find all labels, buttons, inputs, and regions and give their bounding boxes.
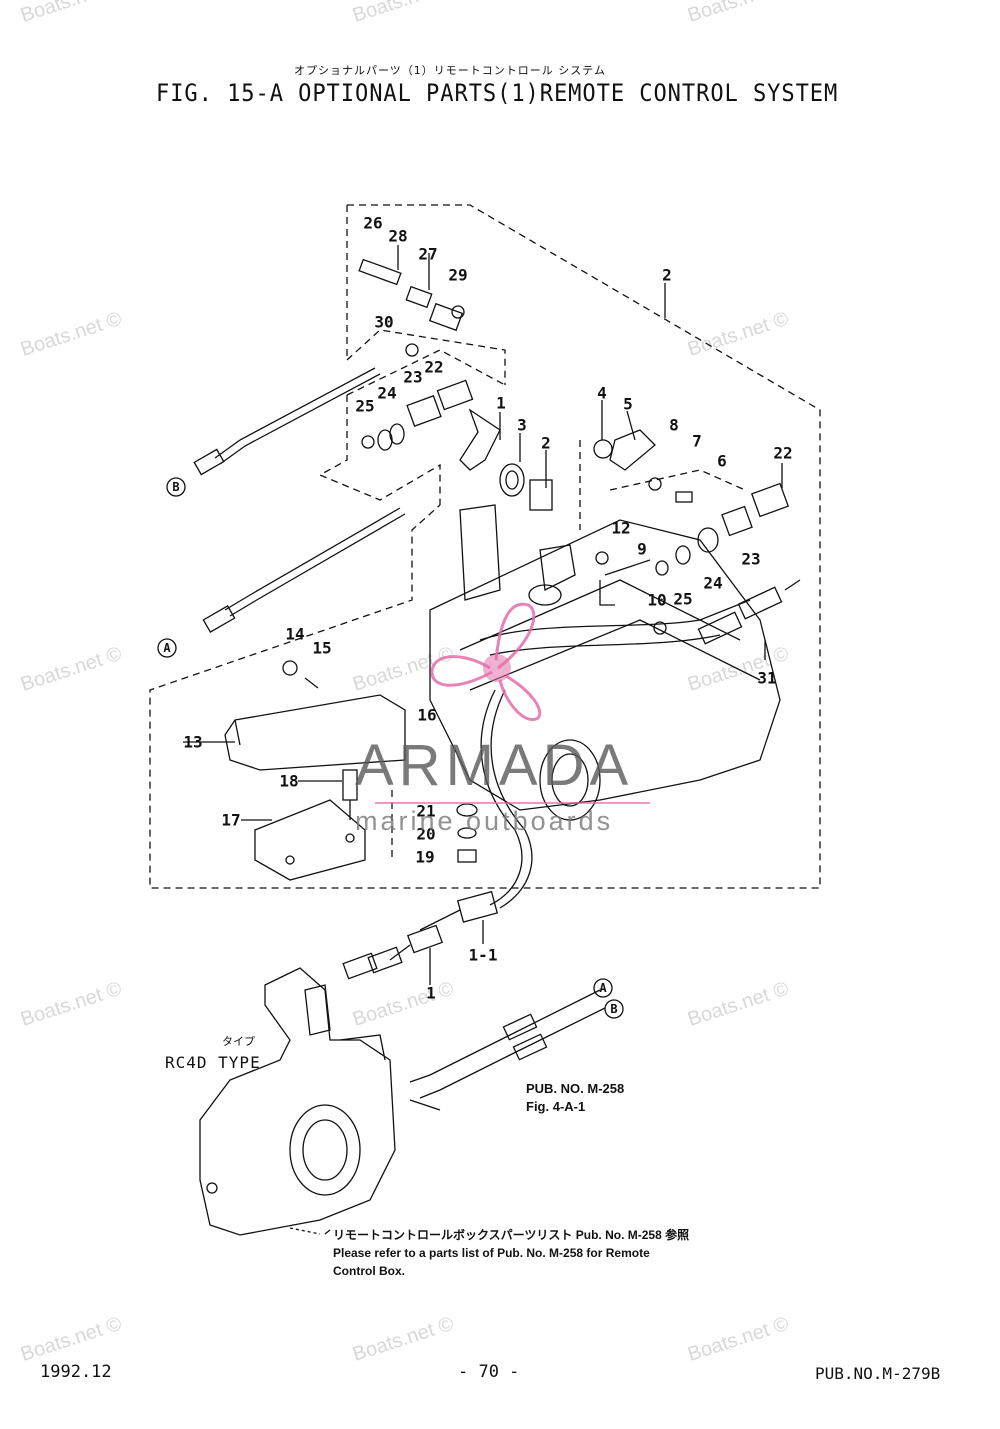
parts-list-note: リモートコントロールボックスパーツリスト Pub. No. M-258 参照 P… — [333, 1226, 689, 1280]
figure-title: FIG. 15-A OPTIONAL PARTS(1)REMOTE CONTRO… — [156, 79, 839, 107]
pub-ref-line: Fig. 4-A-1 — [526, 1099, 586, 1114]
callout-number: 26 — [363, 213, 383, 233]
note-jp: リモートコントロールボックスパーツリスト Pub. No. M-258 参照 — [333, 1228, 690, 1242]
callout-number: 6 — [717, 451, 727, 471]
callout-number: 1-1 — [468, 945, 498, 965]
armada-logo-text: ARMADA — [355, 733, 634, 798]
callout-number: 23 — [403, 367, 423, 387]
note-line: Control Box. — [333, 1264, 405, 1278]
callout-number: 2 — [662, 265, 672, 285]
callout-number: 13 — [183, 732, 203, 752]
page-number: - 70 - — [458, 1362, 520, 1382]
callout-number: 24 — [377, 383, 397, 403]
callout-number: 25 — [673, 589, 693, 609]
connector-a-label: A — [163, 641, 171, 655]
callout-number: 4 — [597, 383, 607, 403]
note-line: Please refer to a parts list of Pub. No.… — [333, 1246, 650, 1260]
connector-b-label: B — [172, 480, 180, 494]
callout-number: 20 — [416, 824, 436, 844]
callout-number: 27 — [418, 244, 438, 264]
callout-number: 31 — [757, 668, 777, 688]
armada-logo-subtitle: marine outboards — [355, 806, 614, 836]
callout-number: 22 — [424, 357, 444, 377]
callout-number: 17 — [221, 810, 241, 830]
japanese-title: オプショナルパーツ（1）リモートコントロール システム — [294, 64, 606, 77]
callout-number: 10 — [647, 590, 667, 610]
publication-number: PUB.NO.M-279B — [815, 1364, 941, 1383]
callout-number: 9 — [637, 539, 647, 559]
remote-type-label: RC4D TYPE — [165, 1053, 261, 1072]
callout-number: 1 — [496, 393, 506, 413]
callout-number: 16 — [417, 705, 437, 725]
callout-number: 12 — [611, 518, 631, 538]
pub-ref-line: PUB. NO. M-258 — [526, 1081, 625, 1096]
callout-number: 2 — [541, 433, 551, 453]
callout-number: 3 — [517, 415, 527, 435]
callout-number: 1 — [426, 983, 436, 1003]
callout-number: 5 — [623, 394, 633, 414]
pub-reference: PUB. NO. M-258 Fig. 4-A-1 — [526, 1080, 624, 1116]
callout-number: 19 — [415, 847, 435, 867]
connector-a-label: A — [599, 981, 607, 995]
footer-date: 1992.12 — [40, 1362, 112, 1382]
callout-number: 18 — [279, 771, 299, 791]
callout-number: 15 — [312, 638, 332, 658]
callout-number: 29 — [448, 265, 468, 285]
callout-number: 14 — [285, 624, 305, 644]
callout-number: 8 — [669, 415, 679, 435]
callout-number: 24 — [703, 573, 723, 593]
remote-type-jp: タイプ — [222, 1035, 255, 1048]
callout-number: 28 — [388, 226, 408, 246]
callout-number: 21 — [416, 801, 436, 821]
callout-number: 25 — [355, 396, 375, 416]
callout-number: 22 — [773, 443, 793, 463]
callout-number: 30 — [374, 312, 394, 332]
callout-number: 23 — [741, 549, 761, 569]
connector-b-label: B — [610, 1002, 618, 1016]
callout-number: 7 — [692, 431, 702, 451]
